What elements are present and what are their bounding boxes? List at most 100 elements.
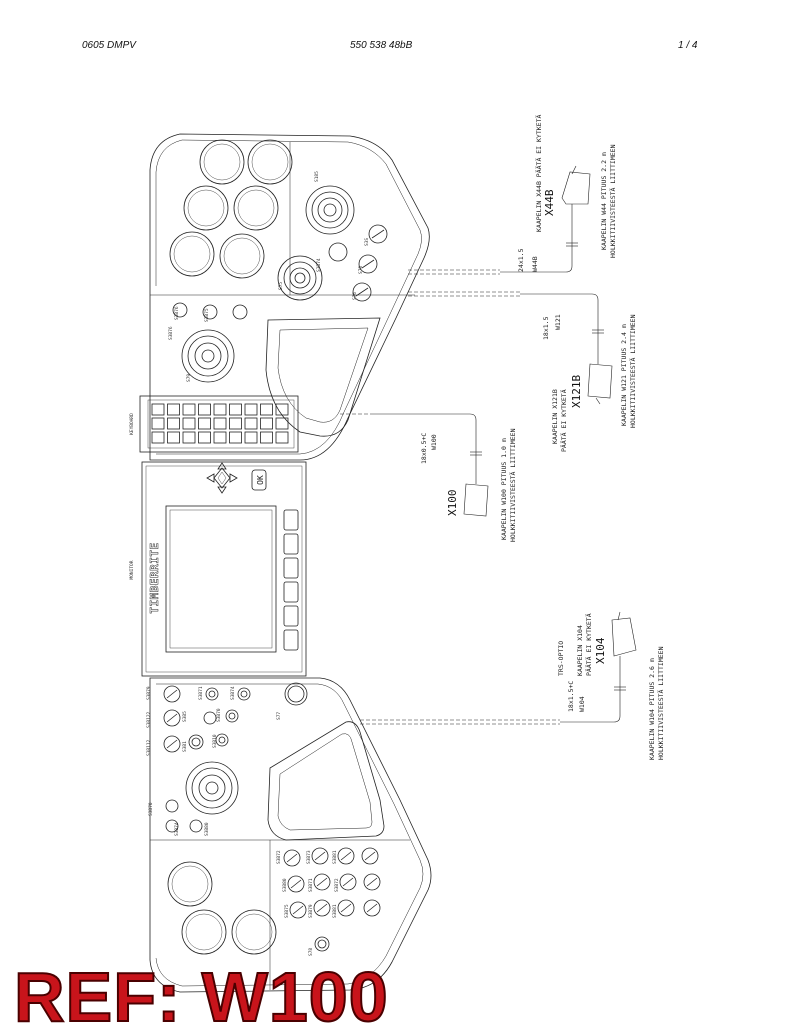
keyboard-keys[interactable] <box>151 403 289 444</box>
keyboard-key[interactable] <box>275 403 289 416</box>
keyboard-key[interactable] <box>213 403 227 416</box>
switch-label: S3B1 <box>182 741 188 752</box>
brand-logo: TIMBERRITE <box>148 542 161 613</box>
keyboard-key[interactable] <box>198 417 211 430</box>
gauge-face <box>223 237 261 275</box>
keyboard-key[interactable] <box>229 417 242 430</box>
header-doc-code: 0605 DMPV <box>82 40 136 51</box>
keyboard-key[interactable] <box>198 403 211 416</box>
connector-x100 <box>463 483 489 517</box>
x100-connector-label: X100 <box>446 490 459 517</box>
keyboard-key[interactable] <box>275 417 289 430</box>
left-armrest-pad <box>267 721 385 841</box>
keyboard-key[interactable] <box>275 431 289 444</box>
switch-label: S3B72 <box>276 850 282 864</box>
switch-label: S3B80 <box>204 822 210 836</box>
left-rotary-switches-mid[interactable] <box>165 799 203 833</box>
keyboard-key[interactable] <box>229 403 242 416</box>
x121b-connector-label: X121B <box>570 375 583 408</box>
keyboard-key[interactable] <box>151 431 165 444</box>
keyboard-key[interactable] <box>244 417 258 430</box>
right-rotary-switches[interactable] <box>172 224 388 320</box>
monitor-softkeys[interactable] <box>283 509 299 651</box>
monitor-nav-pad[interactable] <box>206 462 238 494</box>
switch-label: S3B122 <box>146 711 152 728</box>
keyboard-key[interactable] <box>167 431 180 444</box>
connector-x121b-latch <box>595 397 601 405</box>
keyboard-key[interactable] <box>213 431 227 444</box>
left-rotary-switches-top[interactable] <box>163 682 308 753</box>
x44b-length: KAAPELIN W44 PITUUS 2.2 m <box>600 152 608 250</box>
keyboard-label: KEYBOARD <box>129 413 135 435</box>
right-armrest-pad-inner <box>277 327 369 423</box>
switch-label: S185 <box>314 171 320 182</box>
switch-label: S3B81 <box>332 850 338 864</box>
left-armrest-pad-inner <box>277 733 373 831</box>
switch-label: S77 <box>276 712 282 720</box>
switch-label: S3B76 <box>174 306 180 320</box>
reference-stamp: REF: W100 <box>13 958 389 1036</box>
keyboard-inner <box>147 399 295 449</box>
gauge <box>169 231 215 277</box>
left-control-panel: S3B79 S3B122 S3B112 S3B1 S3B5 S3B10 S3B7… <box>146 677 432 993</box>
keyboard-key[interactable] <box>182 431 196 444</box>
x44b-wire: W44B <box>531 256 539 272</box>
x104-label-top: TRS-OPTIO <box>557 641 565 676</box>
joystick-right-upper[interactable] <box>305 185 355 235</box>
switch-label: S3B70 <box>216 708 222 722</box>
switch-label: S3B5 <box>182 711 188 722</box>
switch-label: S3B71 <box>308 878 314 892</box>
keyboard-key[interactable] <box>167 403 180 416</box>
keyboard-key[interactable] <box>260 431 273 444</box>
switch-label: S3S <box>364 238 370 246</box>
keyboard-key[interactable] <box>167 417 180 430</box>
keyboard-key[interactable] <box>182 417 196 430</box>
switch-label: S3B74 <box>174 822 180 836</box>
x44b-note: KAAPELIN X44B PÄÄTÄ EI KYTKETÄ <box>534 115 543 232</box>
monitor-ok-button[interactable]: OK <box>251 469 267 491</box>
x100-wire: W100 <box>430 434 438 450</box>
x104-wire: W104 <box>578 696 586 712</box>
left-panel-outline <box>149 677 432 993</box>
switch-label: S3B112 <box>146 739 152 756</box>
keyboard-key[interactable] <box>244 403 258 416</box>
switch-label: S3B70 <box>148 802 154 816</box>
ok-label: OK <box>256 475 265 485</box>
x100-note2: HOLKKITIIVISTEESTÄ LIITTIMEEN <box>508 428 517 542</box>
keyboard-key[interactable] <box>260 417 273 430</box>
connector-x104 <box>611 617 637 657</box>
gauge <box>183 185 229 231</box>
joystick-right-main[interactable] <box>181 329 235 383</box>
keyboard-key[interactable] <box>260 403 273 416</box>
keyboard-key[interactable] <box>213 417 227 430</box>
gauge <box>199 139 245 185</box>
switch-label: S3B80 <box>282 878 288 892</box>
keyboard-key[interactable] <box>182 403 196 416</box>
joystick-left-main[interactable] <box>185 761 239 815</box>
switch-label: S3B72 <box>334 878 340 892</box>
joystick-right-lower[interactable] <box>277 255 323 301</box>
gauge-cluster <box>169 139 293 279</box>
keyboard-key[interactable] <box>198 431 211 444</box>
switch-label: S3B10 <box>212 734 218 748</box>
keyboard-key[interactable] <box>229 431 242 444</box>
monitor-unit: OK TIMBERRITE MONITOR <box>129 461 307 677</box>
left-panel-inner-outline <box>155 683 424 987</box>
cable-w100 <box>370 413 477 484</box>
x44b-spec: 24x1.5 <box>517 248 525 272</box>
keyboard-key[interactable] <box>244 431 258 444</box>
connector-x121b <box>587 363 613 399</box>
x104-spec: 18x1.5+C <box>567 681 575 712</box>
x104-note-b: PÄÄTÄ EI KYTKETÄ <box>584 613 593 676</box>
right-panel-outline <box>149 133 430 461</box>
connector-x44b <box>561 171 591 205</box>
keyboard-key[interactable] <box>151 417 165 430</box>
keyboard-key[interactable] <box>151 403 165 416</box>
left-rotary-switches-grid[interactable] <box>283 847 381 952</box>
x104-length: KAAPELIN W104 PITUUS 2.6 m <box>648 658 656 760</box>
switch-label: S3B75 <box>204 308 210 322</box>
gauge <box>247 139 293 185</box>
cable-w121 <box>520 293 599 364</box>
header-drawing-number: 550 538 48bB <box>350 40 413 51</box>
